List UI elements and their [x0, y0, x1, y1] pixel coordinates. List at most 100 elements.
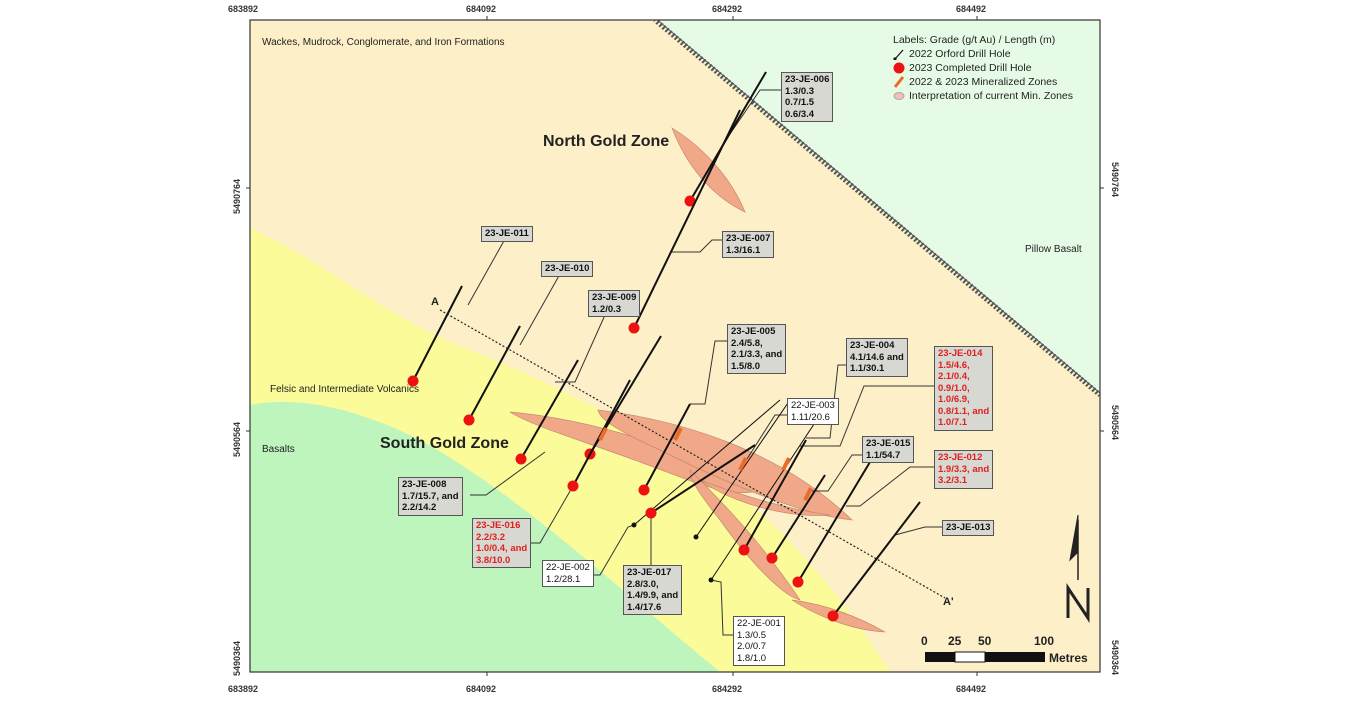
hole-id: 23-JE-011 [485, 228, 529, 239]
legend-item: Interpretation of current Min. Zones [893, 89, 1073, 103]
mineralized-intercept [781, 457, 791, 471]
leader-line [555, 314, 606, 383]
easting-label-bottom: 683892 [228, 684, 259, 694]
grade-interval: 2.1/3.3, and [731, 349, 783, 360]
leader-line [470, 451, 546, 496]
hole-id: 23-JE-009 [592, 292, 637, 303]
legend-item: 2022 & 2023 Mineralized Zones [893, 75, 1073, 89]
drill-collar-2023[interactable] [515, 453, 527, 465]
grade-interval: 1.5/8.0 [731, 360, 761, 372]
hole-id: 23-JE-004 [850, 340, 895, 351]
south-gold-zone-label: South Gold Zone [380, 435, 509, 452]
drill-collar-2023[interactable] [567, 480, 579, 492]
grade-interval: 2.2/14.2 [402, 502, 437, 513]
mineralized-intercept [598, 427, 608, 441]
drill-trace [771, 474, 826, 559]
drill-trace [412, 285, 463, 382]
leader-line [710, 579, 733, 636]
drill-collar-2023[interactable] [463, 414, 475, 426]
drill-trace [520, 359, 579, 460]
hole-id: 23-JE-005 [731, 326, 776, 337]
label-leaders [467, 89, 942, 636]
hole-id: 23-JE-015 [866, 438, 911, 449]
scale-tick: 100 [1034, 634, 1055, 648]
drill-collar-2022[interactable] [631, 522, 637, 528]
drill-collar-2022[interactable] [693, 534, 699, 540]
grade-interval: 1.0/6.9, [938, 394, 970, 405]
northing-label-right: 5490364 [1110, 640, 1120, 676]
drill-collar-2023[interactable] [827, 610, 839, 622]
drill-collar-2023[interactable] [766, 552, 778, 564]
grade-interval: 0.7/1.5 [785, 97, 815, 108]
grade-interval: 1.2/28.1 [546, 573, 581, 585]
map-frame [249, 19, 1101, 673]
scale-unit: Metres [1049, 651, 1088, 665]
grade-interval: 2.8/3.0, [627, 578, 659, 590]
north-gold-zone-label: North Gold Zone [543, 133, 670, 150]
drill-collar-2023[interactable] [792, 576, 804, 588]
drill-collar-2023[interactable] [638, 484, 650, 496]
drill-trace [633, 399, 781, 526]
grade-interval: 0.8/1.1, and [938, 405, 990, 417]
drill-trace [832, 501, 921, 617]
northing-label-right: 5490764 [1110, 162, 1120, 198]
unit-label-pillow-basalt: Pillow Basalt [1025, 244, 1082, 255]
drill-trace [797, 461, 871, 583]
leader-line [729, 89, 781, 135]
frame-ticks [246, 16, 1104, 676]
northing-label-left: 5490364 [232, 640, 242, 676]
drill-hole-label: 23-JE-011 [481, 226, 533, 242]
easting-label-top: 684492 [956, 4, 987, 14]
scale-bar [925, 651, 1045, 663]
drill-collar-2023[interactable] [628, 322, 640, 334]
grade-interval: 1.1/30.1 [850, 363, 885, 374]
grade-interval: 1.8/1.0 [737, 652, 767, 664]
legend-title: Labels: Grade (g/t Au) / Length (m) [893, 34, 1056, 46]
northing-label-left: 5490764 [232, 178, 242, 214]
drill-collar-2023[interactable] [738, 544, 750, 556]
hole-id: 23-JE-010 [545, 263, 590, 274]
drill-collar-2023[interactable] [407, 375, 419, 387]
north-arrow-icon [1066, 514, 1090, 623]
leader-line [894, 526, 942, 536]
legend: Labels: Grade (g/t Au) / Length (m) 2022… [893, 33, 1073, 103]
drill-hole-label: 23-JE-010 [541, 261, 594, 277]
grade-interval: 1.3/0.3 [785, 85, 815, 97]
grade-interval: 1.11/20.6 [791, 411, 830, 423]
mineralized-zone-icon [893, 76, 905, 88]
leader-line [739, 414, 787, 471]
hole-id: 23-JE-008 [402, 479, 447, 490]
grade-interval: 1.3/16.1 [726, 244, 761, 256]
mineralized-intercept [738, 457, 748, 471]
leader-line [690, 340, 727, 405]
easting-label-top: 683892 [228, 4, 259, 14]
hole-id: 23-JE-016 [476, 520, 521, 531]
drill-collar-2022[interactable] [708, 577, 714, 583]
northing-label-right: 5490564 [1110, 405, 1120, 441]
hole-id: 23-JE-007 [726, 233, 771, 244]
easting-label-bottom: 684092 [466, 684, 497, 694]
unit-label-basalts: Basalts [262, 444, 295, 455]
drill-trace [695, 399, 791, 538]
drill-collar-2023[interactable] [645, 507, 657, 519]
drill-collar-2023[interactable] [684, 195, 696, 207]
grade-interval: 1.1/54.7 [866, 449, 901, 461]
easting-label-bottom: 684492 [956, 684, 987, 694]
grade-interval: 3.8/10.0 [476, 554, 511, 566]
drill-trace [468, 325, 521, 421]
drill-hole-2022-icon [893, 49, 904, 60]
scale-tick: 50 [978, 634, 992, 648]
leader-line [519, 273, 561, 346]
grade-interval: 1.2/0.3 [592, 303, 622, 315]
grade-interval: 3.2/3.1 [938, 475, 968, 486]
scale-tick: 0 [921, 634, 928, 648]
leader-line [592, 524, 635, 576]
drill-hole-2023-icon [893, 62, 905, 74]
